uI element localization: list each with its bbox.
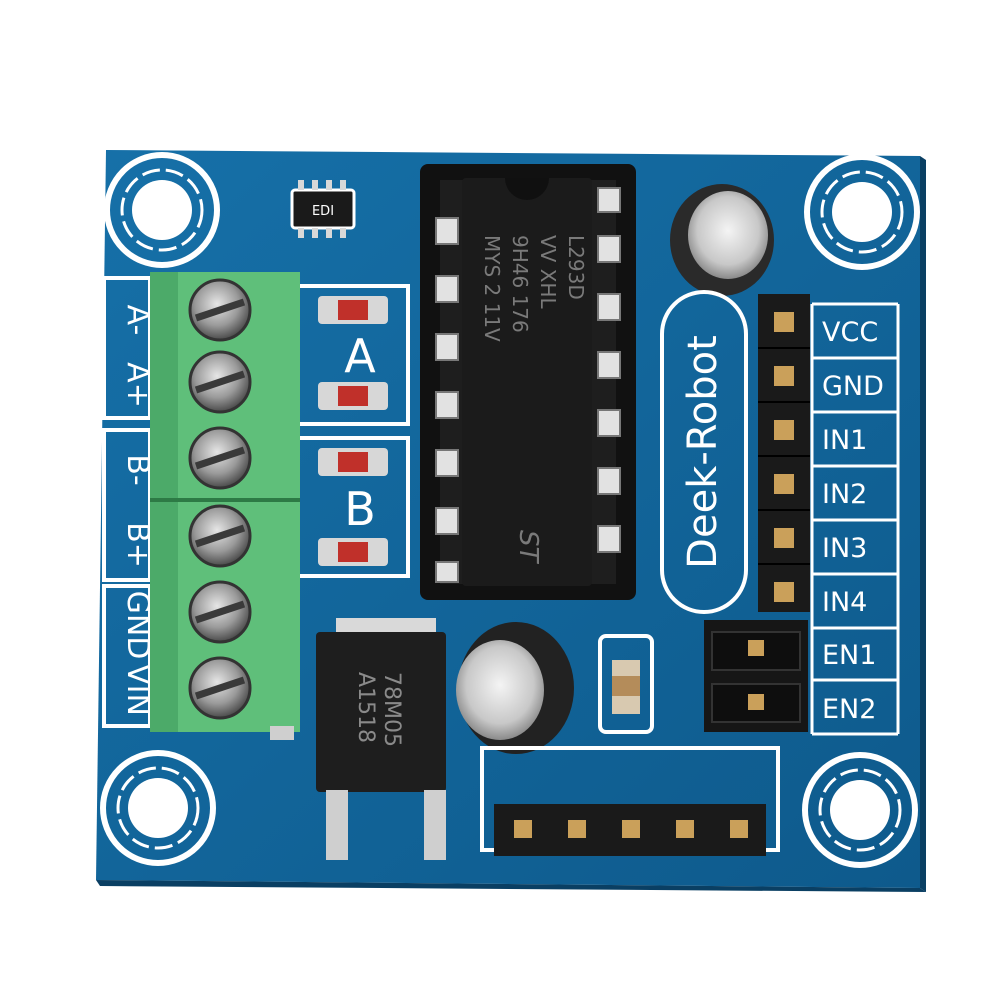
capacitor-top [670,184,774,296]
terminal-label-a-minus: A- [120,305,155,336]
pin-label-in4: IN4 [822,587,867,618]
capacitor-bottom [456,622,574,754]
bottom-pin-header [494,804,766,856]
led-a-bottom [318,382,388,410]
pin-label-en2: EN2 [822,694,876,725]
chip-marking-line4: MYS 2 11V [480,235,504,342]
mounting-hole-bottom-left [100,750,216,866]
terminal-label-a-plus: A+ [120,362,155,408]
resistor-array: EDI [290,180,356,238]
st-logo-icon: ST [513,530,543,565]
pin-label-gnd: GND [822,371,884,402]
regulator-marking-line2: A1518 [353,672,378,743]
mounting-hole-top-right [804,154,920,270]
pin-label-en1: EN1 [822,640,876,671]
pin-label-in2: IN2 [822,479,867,510]
terminal-labels: A- A+ B- B+ GND VIN [120,305,155,716]
screw-terminal-block [150,272,300,740]
regulator-marking-line1: 78M05 [379,672,404,747]
screw-6 [188,656,252,720]
pin-label-vcc: VCC [822,317,878,348]
socket-pins-left [435,217,459,583]
brand-oval: Deek-Robot [660,290,748,614]
chip-marking-line2: VV XHL [536,235,560,309]
pin-header [758,294,810,612]
resistor-array-marking: EDI [312,204,334,219]
pin-label-grid [810,302,900,736]
driver-chip: L293D VV XHL 9H46 176 MYS 2 11V ST [462,178,592,586]
terminal-label-vin: VIN [120,664,155,716]
screw-3 [188,426,252,490]
socket-pins-right [597,187,621,553]
terminal-label-gnd: GND [120,591,155,660]
enable-jumpers [704,620,808,732]
terminal-label-b-plus: B+ [120,522,155,568]
screw-4 [188,504,252,568]
led-b-top [318,448,388,476]
screw-1 [188,278,252,342]
pin-labels: VCC GND IN1 IN2 IN3 IN4 EN1 EN2 [822,317,884,725]
pin-label-in1: IN1 [822,425,867,456]
pin-label-in3: IN3 [822,533,867,564]
voltage-regulator: 78M05 A1518 [316,618,446,860]
terminal-label-b-minus: B- [120,454,155,485]
screw-5 [188,580,252,644]
led-b-bottom [318,538,388,566]
motor-led-frames [300,284,410,578]
led-a-top [318,296,388,324]
mounting-hole-bottom-right [802,752,918,868]
brand-label: Deek-Robot [680,335,726,569]
motor-a-label: A [344,329,376,383]
chip-marking-line3: 9H46 176 [508,235,532,333]
smd-diode [598,634,654,734]
chip-marking-line1: L293D [564,235,588,300]
screw-2 [188,350,252,414]
mounting-hole-top-left [104,152,220,268]
motor-b-label: B [344,482,376,536]
